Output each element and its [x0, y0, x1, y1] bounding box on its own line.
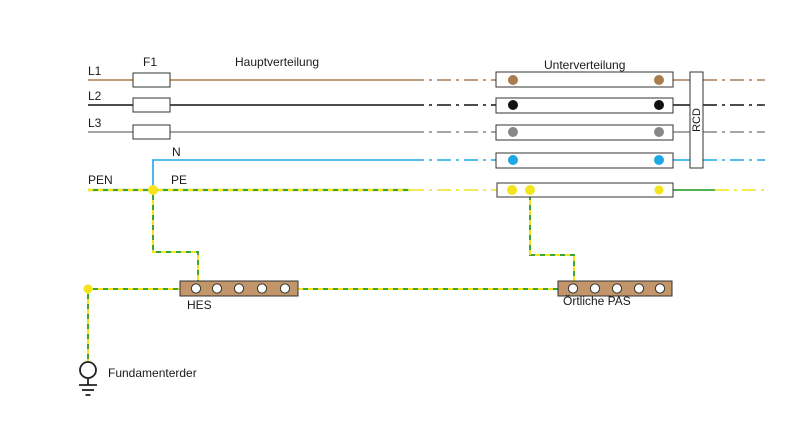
hes-terminal [256, 283, 268, 294]
rcd-label: RCD [691, 108, 703, 132]
hes-terminal [233, 283, 245, 294]
terminal-pe-right [654, 185, 664, 195]
terminal-pe-left [507, 185, 517, 195]
sub-distribution-bars [495, 71, 674, 198]
terminal-l2-right [654, 100, 664, 110]
pas-terminal [633, 283, 645, 294]
pas-terminal [611, 283, 623, 294]
pen-split-node [148, 185, 158, 195]
busbar-l2 [495, 97, 674, 114]
busbar-pe [496, 182, 674, 198]
busbar-n [495, 152, 674, 169]
terminal-l3-right [654, 127, 664, 137]
hes-terminal [190, 283, 202, 294]
label-earth-electrode: Fundamenterder [108, 366, 197, 380]
terminal-l1-left [508, 75, 518, 85]
label-l3: L3 [88, 116, 102, 130]
terminal-n-right [654, 155, 664, 165]
terminal-l2-left [508, 100, 518, 110]
earth-ground-icon [79, 361, 97, 396]
terminal-pe-mid [525, 185, 535, 195]
pe-drop-pas [529, 190, 575, 282]
label-n: N [172, 145, 181, 159]
pas-terminal [567, 283, 579, 294]
label-l2: L2 [88, 89, 102, 103]
fuse-l1 [132, 72, 171, 88]
terminal-n-left [508, 155, 518, 165]
label-l1: L1 [88, 64, 102, 78]
fuse-l2 [132, 97, 171, 113]
label-sub-distribution: Unterverteilung [544, 58, 625, 72]
conductor-n [152, 159, 765, 190]
rcd-box: RCD [689, 71, 704, 169]
label-hes: HES [187, 298, 212, 312]
terminal-l1-right [654, 75, 664, 85]
pas-busbar [557, 280, 673, 297]
busbar-l1 [495, 71, 674, 88]
fuse-f1 [132, 72, 171, 140]
pe-drop-hes [152, 190, 199, 282]
label-pen: PEN [88, 173, 113, 187]
label-main-distribution: Hauptverteilung [235, 55, 319, 69]
label-local-pas: Örtliche PAS [563, 294, 631, 308]
pas-terminal [589, 283, 601, 294]
hes-terminal [279, 283, 291, 294]
terminal-l3-left [508, 127, 518, 137]
pas-terminal [654, 283, 666, 294]
label-fuse-f1: F1 [143, 55, 157, 69]
hes-busbar [179, 280, 299, 297]
hes-terminal [211, 283, 223, 294]
fuse-l3 [132, 124, 171, 140]
earth-junction-node [83, 284, 93, 294]
terminal-dots [507, 75, 664, 195]
label-pe: PE [171, 173, 187, 187]
busbar-l3 [495, 124, 674, 141]
